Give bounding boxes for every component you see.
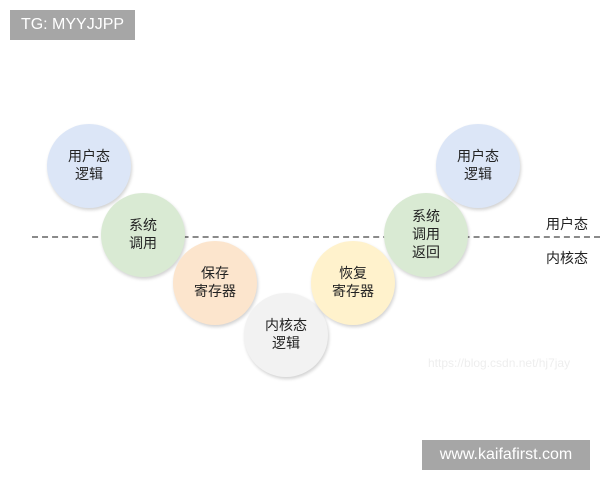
node-text: 寄存器	[332, 284, 374, 300]
node-system-call-return: 系统 调用 返回	[384, 193, 468, 277]
kernel-mode-label: 内核态	[546, 251, 588, 267]
node-text: 调用	[129, 236, 157, 252]
node-text: 寄存器	[194, 284, 236, 300]
node-text: 系统	[412, 209, 440, 225]
node-text: 内核态	[265, 318, 307, 334]
node-save-registers: 保存 寄存器	[173, 241, 257, 325]
mode-boundary-dashed-line	[32, 236, 600, 238]
user-mode-label: 用户态	[546, 217, 588, 233]
node-kernel-logic: 内核态 逻辑	[244, 293, 328, 377]
node-text: 返回	[412, 245, 440, 261]
node-restore-registers: 恢复 寄存器	[311, 241, 395, 325]
bottom-watermark: www.kaifafirst.com	[422, 440, 590, 470]
node-text: 逻辑	[75, 167, 103, 183]
node-text: 用户态	[457, 149, 499, 165]
node-text: 逻辑	[272, 336, 300, 352]
node-text: 恢复	[339, 266, 367, 282]
top-watermark: TG: MYYJJPP	[10, 10, 135, 40]
faint-url-watermark: https://blog.csdn.net/hj7jay	[428, 356, 571, 370]
node-text: 保存	[201, 266, 229, 282]
node-text: 逻辑	[464, 167, 492, 183]
node-text: 用户态	[68, 149, 110, 165]
node-text: 调用	[412, 227, 440, 243]
node-text: 系统	[129, 218, 157, 234]
node-user-logic-start: 用户态 逻辑	[47, 124, 131, 208]
node-user-logic-end: 用户态 逻辑	[436, 124, 520, 208]
node-system-call: 系统 调用	[101, 193, 185, 277]
